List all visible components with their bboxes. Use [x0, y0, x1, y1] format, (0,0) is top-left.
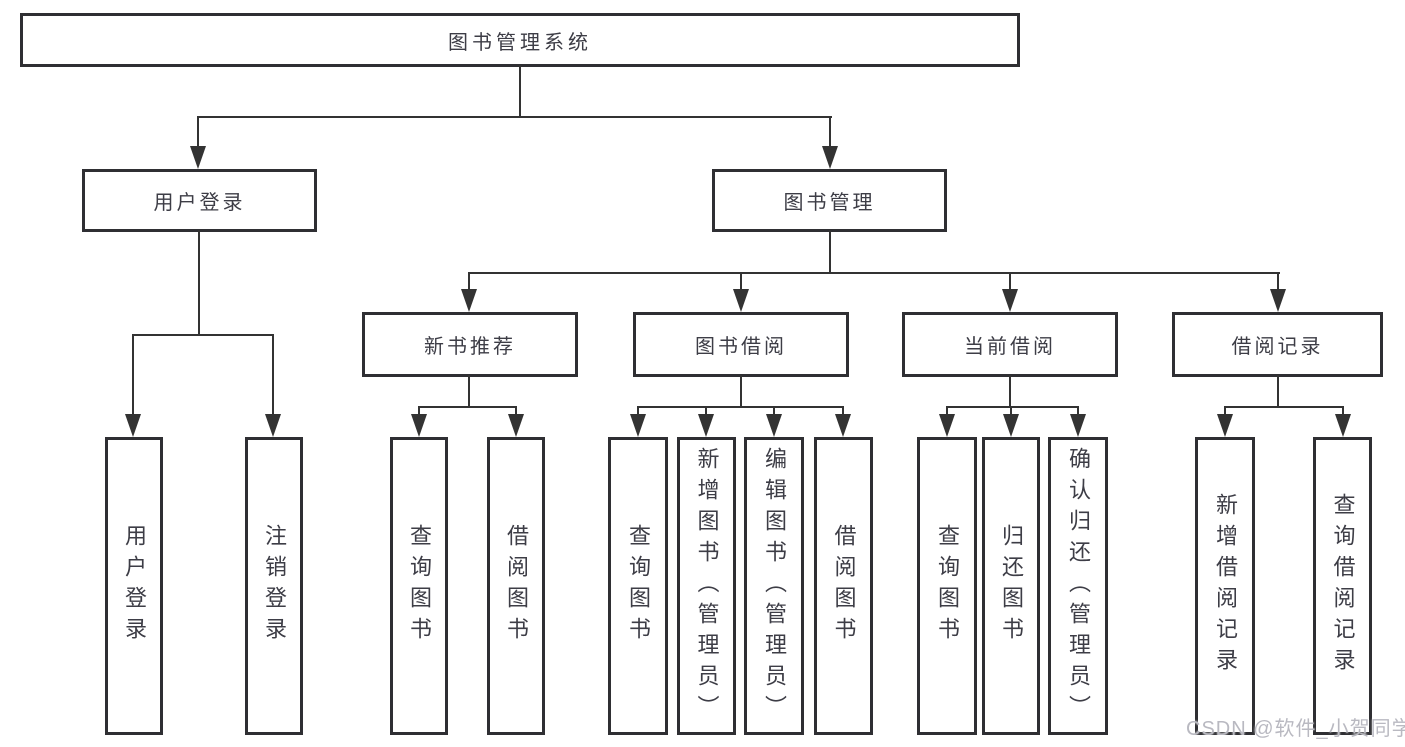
arrow-down-icon	[265, 414, 281, 437]
node-book-management: 图书管理	[712, 169, 947, 232]
leaf-label: 用户登录	[122, 524, 147, 648]
connector-line	[1277, 272, 1279, 291]
connector-line	[198, 230, 200, 336]
connector-line	[468, 272, 1280, 274]
connector-line	[418, 406, 517, 408]
leaf-edit-books-admin: 编辑图书（管理员）	[744, 437, 804, 735]
node-borrowing-records: 借阅记录	[1172, 312, 1383, 377]
leaf-return-books: 归还图书	[982, 437, 1040, 735]
node-label: 图书管理系统	[448, 31, 592, 54]
arrow-down-icon	[125, 414, 141, 437]
node-user-login: 用户登录	[82, 169, 317, 232]
connector-line	[197, 116, 832, 118]
connector-line	[637, 406, 844, 408]
connector-line	[1277, 375, 1279, 408]
connector-line	[842, 406, 844, 416]
connector-line	[1010, 406, 1012, 416]
node-label: 新书推荐	[424, 336, 516, 358]
leaf-borrow-books: 借阅图书	[814, 437, 873, 735]
arrow-down-icon	[411, 414, 427, 437]
leaf-label: 查询图书	[935, 524, 960, 648]
node-label: 图书管理	[783, 192, 876, 214]
connector-line	[946, 406, 948, 416]
node-label: 借阅记录	[1231, 336, 1324, 358]
connector-line	[515, 406, 517, 416]
arrow-down-icon	[766, 414, 782, 437]
leaf-label: 借阅图书	[831, 524, 857, 648]
leaf-label: 查询借阅记录	[1330, 493, 1356, 679]
leaf-borrow-books-recommend: 借阅图书	[487, 437, 545, 735]
node-book-borrowing: 图书借阅	[633, 312, 849, 377]
connector-line	[468, 375, 470, 408]
leaf-query-borrow-record: 查询借阅记录	[1313, 437, 1372, 735]
connector-line	[272, 334, 274, 418]
node-label: 当前借阅	[964, 336, 1056, 358]
arrow-down-icon	[822, 146, 838, 169]
leaf-label: 注销登录	[262, 524, 287, 648]
connector-line	[1009, 272, 1011, 291]
connector-line	[1342, 406, 1344, 416]
leaf-label: 借阅图书	[504, 524, 529, 648]
leaf-logout: 注销登录	[245, 437, 303, 735]
connector-line	[132, 334, 134, 418]
arrow-down-icon	[1335, 414, 1351, 437]
arrow-down-icon	[461, 289, 477, 312]
arrow-down-icon	[835, 414, 851, 437]
connector-line	[705, 406, 707, 416]
connector-line	[946, 406, 1079, 408]
arrow-down-icon	[1270, 289, 1286, 312]
arrow-down-icon	[1002, 289, 1018, 312]
leaf-add-books-admin: 新增图书（管理员）	[677, 437, 736, 735]
connector-line	[829, 230, 831, 274]
arrow-down-icon	[733, 289, 749, 312]
arrow-down-icon	[1003, 414, 1019, 437]
leaf-label: 编辑图书（管理员）	[762, 446, 787, 726]
leaf-label: 确认归还（管理员）	[1066, 446, 1091, 726]
connector-line	[468, 272, 470, 291]
node-current-borrowing: 当前借阅	[902, 312, 1118, 377]
connector-line	[740, 272, 742, 291]
arrow-down-icon	[939, 414, 955, 437]
node-label: 图书借阅	[695, 336, 787, 358]
connector-line	[1224, 406, 1344, 408]
arrow-down-icon	[190, 146, 206, 169]
connector-line	[829, 116, 831, 148]
leaf-user-login: 用户登录	[105, 437, 163, 735]
leaf-label: 查询图书	[407, 524, 432, 648]
connector-line	[740, 375, 742, 408]
connector-line	[637, 406, 639, 416]
connector-line	[773, 406, 775, 416]
connector-line	[519, 65, 521, 118]
connector-line	[1224, 406, 1226, 416]
leaf-query-books-recommend: 查询图书	[390, 437, 448, 735]
connector-line	[1009, 375, 1011, 408]
csdn-watermark: CSDN @软件_小贺同学	[1186, 718, 1405, 740]
node-library-system: 图书管理系统	[20, 13, 1020, 67]
leaf-label: 新增图书（管理员）	[694, 446, 720, 726]
arrow-down-icon	[630, 414, 646, 437]
leaf-label: 新增借阅记录	[1213, 493, 1238, 679]
leaf-label: 查询图书	[626, 524, 651, 648]
connector-line	[418, 406, 420, 416]
node-label: 用户登录	[153, 192, 246, 214]
arrow-down-icon	[1070, 414, 1086, 437]
connector-line	[1077, 406, 1079, 416]
leaf-confirm-return-admin: 确认归还（管理员）	[1048, 437, 1108, 735]
connector-line	[197, 116, 199, 148]
leaf-add-borrow-record: 新增借阅记录	[1195, 437, 1255, 735]
leaf-query-books-borrowing: 查询图书	[608, 437, 668, 735]
node-new-book-recommendation: 新书推荐	[362, 312, 578, 377]
arrow-down-icon	[508, 414, 524, 437]
arrow-down-icon	[698, 414, 714, 437]
connector-line	[132, 334, 274, 336]
leaf-label: 归还图书	[999, 524, 1024, 648]
arrow-down-icon	[1217, 414, 1233, 437]
leaf-query-books-current: 查询图书	[917, 437, 977, 735]
